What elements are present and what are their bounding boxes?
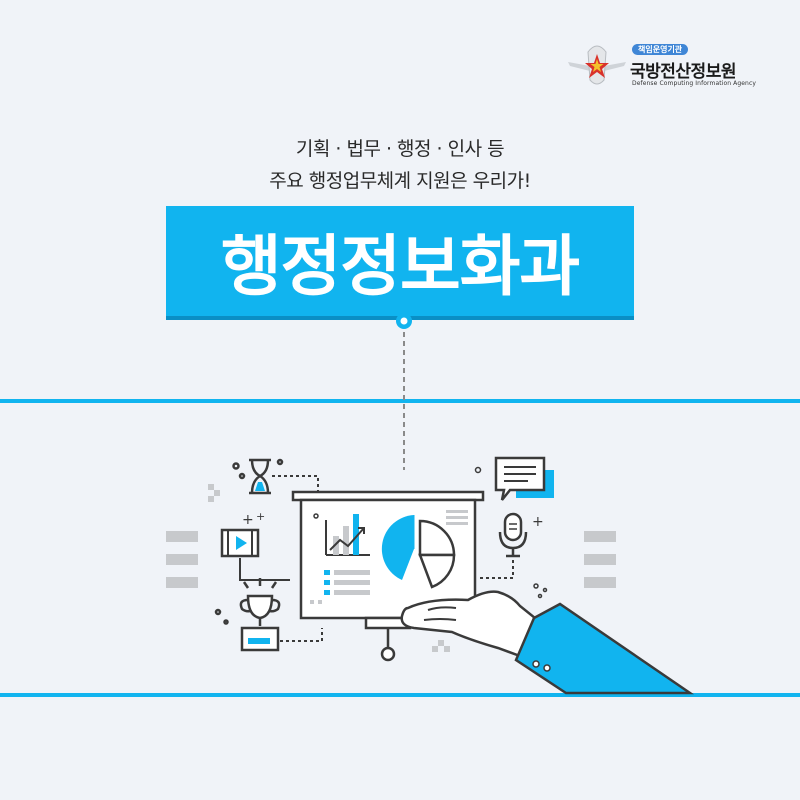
presentation-board (291, 490, 485, 662)
divider-bottom (0, 693, 800, 697)
logo-badge: 책임운영기관 (632, 44, 689, 55)
film-icon: + + (220, 510, 265, 558)
mini-bar-chart (313, 513, 370, 556)
right-gray-bars (584, 531, 616, 588)
divider-top (0, 399, 800, 403)
microphone-icon (498, 512, 528, 558)
title-banner: 행정정보화과 (166, 206, 634, 320)
left-gray-bars (166, 531, 198, 588)
page-title: 행정정보화과 (220, 228, 580, 305)
subtitle-line-2: 주요 행정업무체계 지원은 우리가! (269, 170, 531, 192)
logo-name: 국방전산정보원 (630, 62, 736, 82)
emblem-icon (568, 45, 626, 85)
trophy-icon (214, 578, 281, 652)
mini-list (310, 510, 468, 604)
svg-text:+: + (256, 510, 265, 523)
agency-logo[interactable]: 책임운영기관 국방전산정보원 Defense Computing Informa… (566, 40, 766, 92)
subtitle-line-1: 기획 · 법무 · 행정 · 인사 등 (295, 138, 505, 160)
svg-text:+: + (242, 512, 254, 528)
logo-name-english: Defense Computing Information Agency (632, 80, 756, 87)
connector-pin (396, 313, 412, 470)
chat-icon (474, 456, 554, 501)
svg-text:+: + (532, 514, 544, 530)
hourglass-icon (232, 458, 284, 495)
hand-icon (400, 590, 695, 695)
mini-pie-chart (381, 515, 456, 589)
